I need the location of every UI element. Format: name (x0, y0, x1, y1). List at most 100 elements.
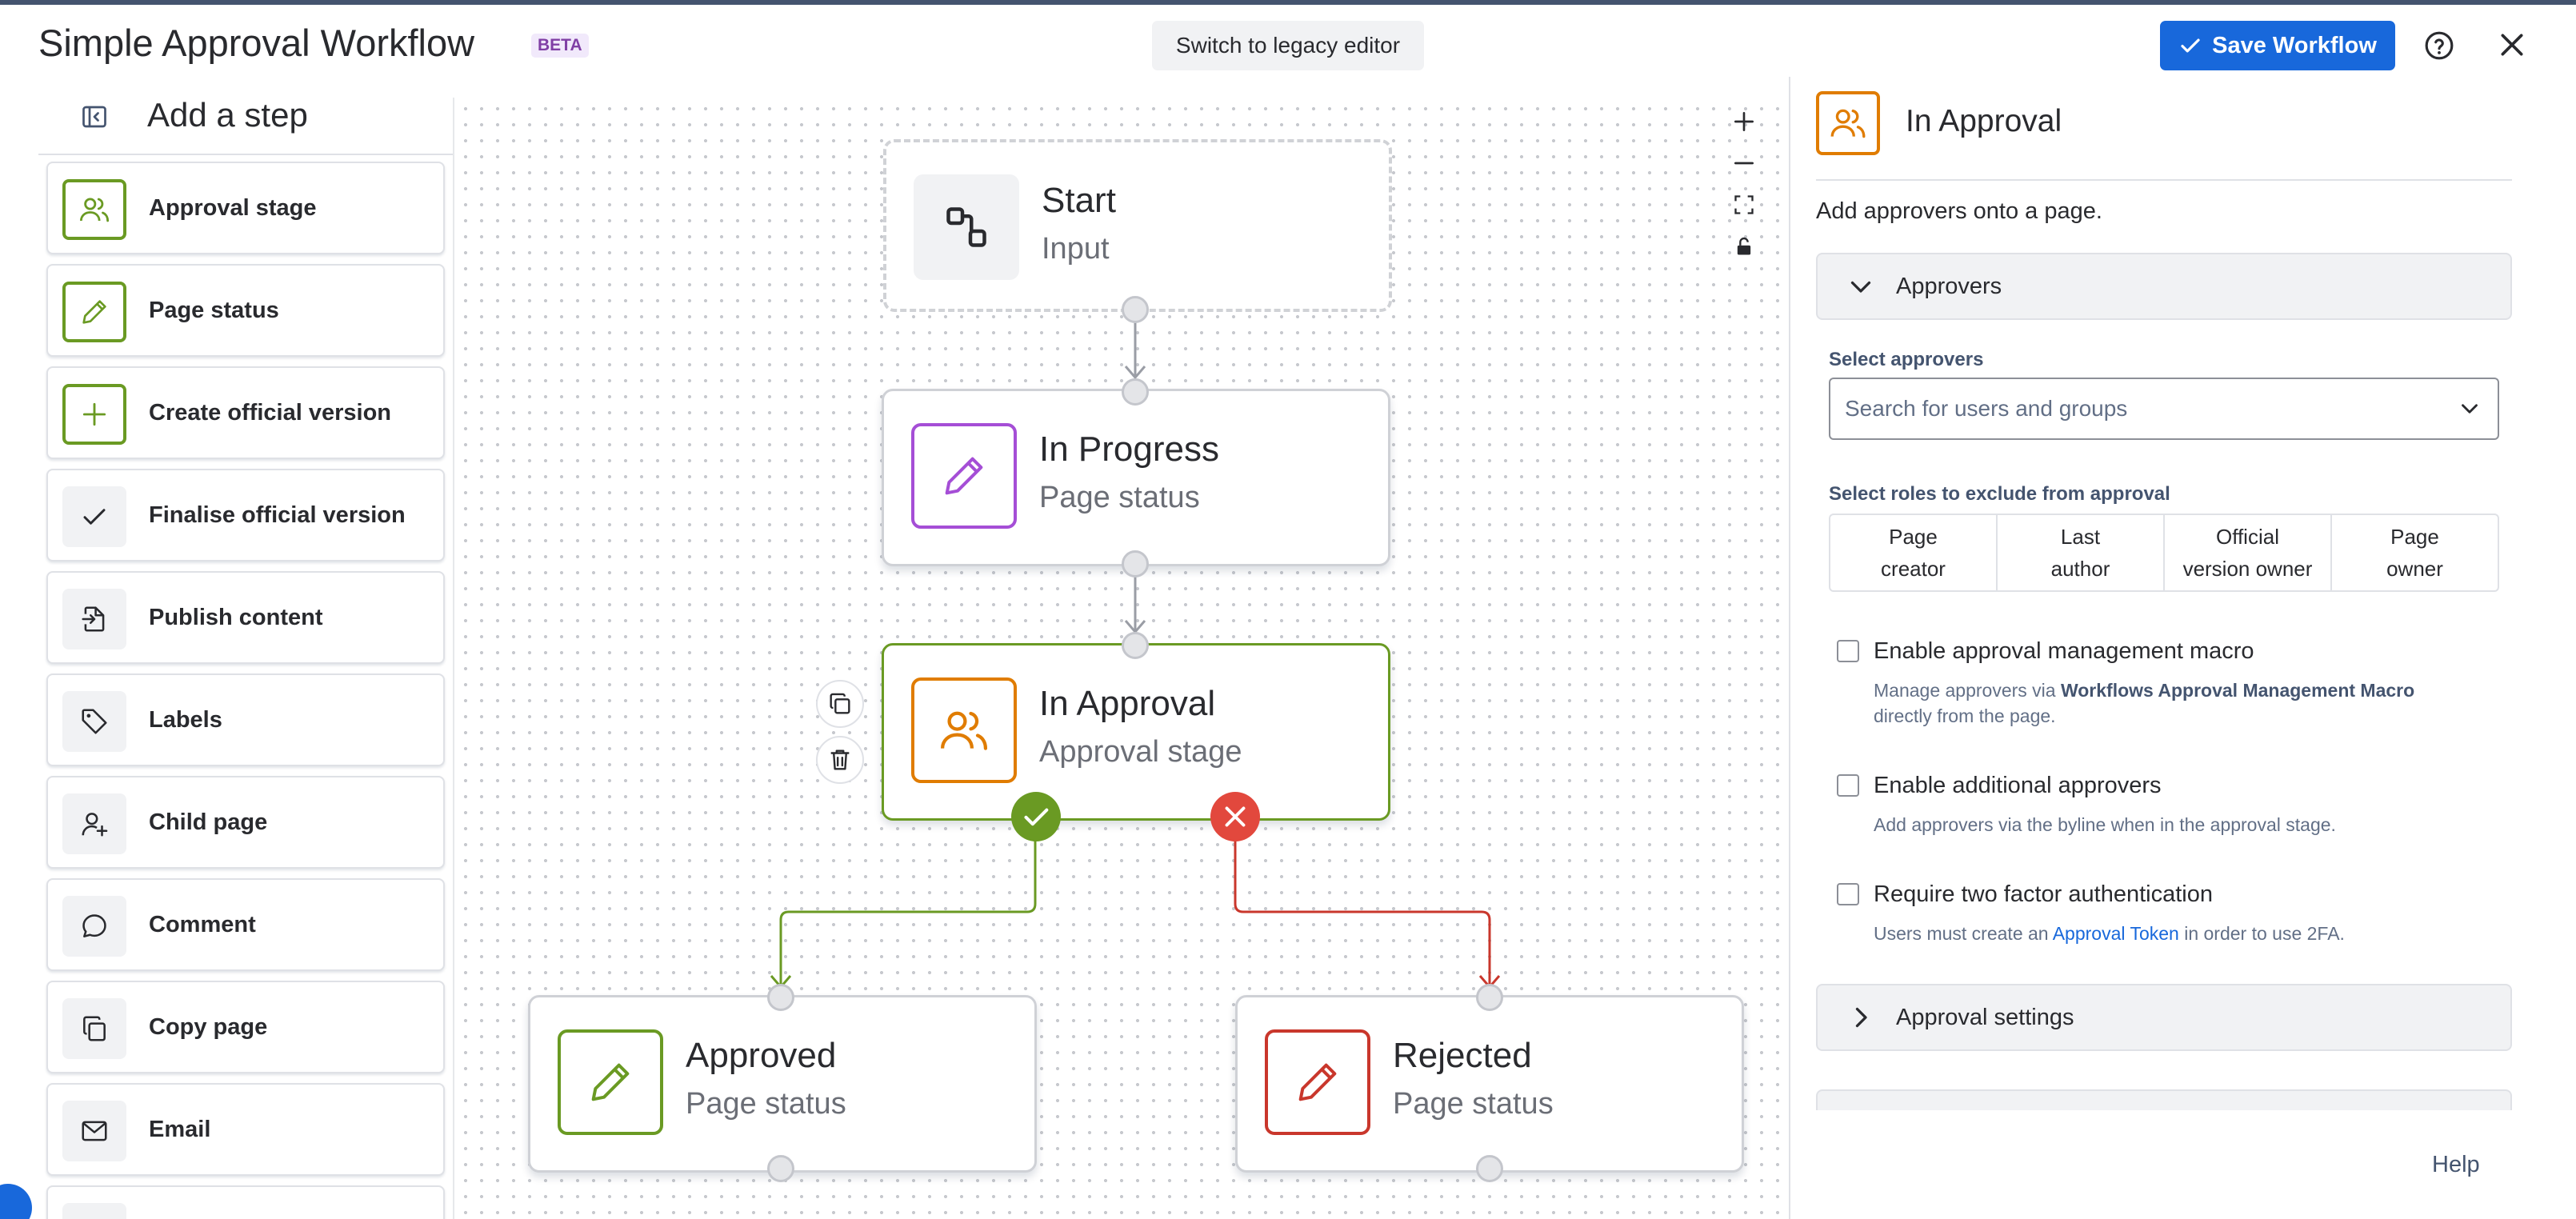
node-handle[interactable] (1476, 984, 1503, 1011)
fit-view-icon (1734, 195, 1754, 214)
node-rejected[interactable]: Rejected Page status (1235, 995, 1744, 1173)
collapse-panel-icon[interactable] (80, 102, 109, 131)
email-icon (82, 1121, 107, 1141)
help-icon[interactable] (2424, 30, 2454, 61)
reject-output-handle[interactable] (1210, 792, 1260, 841)
node-handle[interactable] (767, 984, 794, 1011)
step-publish-content[interactable]: Publish content (46, 571, 445, 664)
pencil-icon (945, 457, 983, 495)
step-email[interactable]: Email (46, 1083, 445, 1176)
role-page-owner[interactable]: Page owner (2332, 515, 2498, 590)
step-labels[interactable]: Labels (46, 673, 445, 766)
step-approval-stage[interactable]: Approval stage (46, 162, 445, 254)
node-title: In Progress (1039, 430, 1219, 469)
switch-legacy-editor-button[interactable]: Switch to legacy editor (1152, 21, 1424, 70)
role-line: Page (2390, 525, 2439, 549)
step-copy-page[interactable]: Copy page (46, 981, 445, 1073)
node-in-progress[interactable]: In Progress Page status (882, 389, 1390, 566)
role-line: owner (2386, 557, 2443, 581)
legacy-button-label: Switch to legacy editor (1175, 33, 1401, 58)
fit-view-button[interactable] (1722, 182, 1766, 227)
node-handle[interactable] (1476, 1155, 1503, 1182)
approval-macro-description: Manage approvers via Workflows Approval … (1874, 680, 2414, 701)
select-approvers-label: Select approvers (1829, 349, 1984, 370)
additional-approvers-label: Enable additional approvers (1874, 773, 2162, 798)
desc-text: Manage approvers via (1874, 680, 2061, 701)
node-subtitle: Page status (686, 1087, 846, 1121)
step-icon-box (62, 282, 126, 342)
approvers-select[interactable] (1829, 378, 2499, 440)
node-handle[interactable] (1122, 550, 1149, 578)
node-approved[interactable]: Approved Page status (528, 995, 1037, 1173)
plus-icon (82, 402, 106, 426)
node-in-approval[interactable]: In Approval Approval stage (882, 643, 1390, 821)
next-accordion-partial[interactable] (1816, 1089, 2512, 1110)
node-handle[interactable] (1122, 378, 1149, 406)
panel-divider (1789, 77, 1790, 1219)
help-link[interactable]: Help (2432, 1152, 2480, 1177)
save-workflow-button[interactable]: Save Workflow (2160, 21, 2395, 70)
trash-icon (830, 749, 850, 770)
zoom-out-button[interactable] (1722, 141, 1766, 186)
selected-step-description: Add approvers onto a page. (1816, 198, 2102, 224)
role-line: Official (2215, 525, 2279, 549)
user-add-icon (82, 813, 108, 837)
node-icon-box (914, 174, 1019, 280)
accordion-label: Approval settings (1896, 1005, 2074, 1030)
close-icon[interactable] (2496, 29, 2528, 61)
approve-output-handle[interactable] (1011, 792, 1061, 841)
approval-macro-checkbox[interactable] (1837, 640, 1859, 662)
node-subtitle: Approval stage (1039, 735, 1242, 769)
step-label: Approval stage (149, 195, 317, 221)
zoom-in-button[interactable] (1722, 99, 1766, 144)
step-label: Labels (149, 707, 222, 733)
node-icon-box (911, 677, 1017, 783)
divider (1816, 179, 2512, 181)
step-child-page[interactable]: Child page (46, 776, 445, 869)
pencil-icon (82, 300, 106, 324)
check-icon (1024, 808, 1049, 826)
node-subtitle: Input (1042, 232, 1110, 266)
node-handle[interactable] (767, 1155, 794, 1182)
step-icon-box (62, 589, 126, 649)
step-comment[interactable]: Comment (46, 878, 445, 971)
step-icon-box (62, 896, 126, 957)
node-subtitle: Page status (1393, 1087, 1554, 1121)
duplicate-node-button[interactable] (816, 680, 864, 728)
chevron-down-icon (1850, 281, 1871, 293)
step-icon-box (62, 384, 126, 445)
step-create-official-version[interactable]: Create official version (46, 366, 445, 459)
approval-macro-description-line2: directly from the page. (1874, 705, 2056, 726)
top-strip (0, 0, 2576, 5)
step-page-status[interactable]: Page status (46, 264, 445, 357)
node-title: In Approval (1039, 684, 1216, 723)
connector-rejected (1234, 819, 1501, 989)
chevron-right-icon (1855, 1007, 1867, 1028)
lock-icon (1737, 237, 1751, 255)
chevron-down-icon[interactable] (2456, 395, 2483, 422)
approval-token-link[interactable]: Approval Token (2052, 923, 2179, 944)
pencil-icon (1298, 1063, 1337, 1101)
additional-approvers-checkbox[interactable] (1837, 774, 1859, 797)
step-more[interactable] (46, 1185, 445, 1219)
approvers-accordion[interactable]: Approvers (1816, 253, 2512, 320)
users-icon (940, 711, 988, 750)
node-handle[interactable] (1122, 296, 1149, 323)
lock-canvas-button[interactable] (1722, 224, 1766, 269)
node-handle[interactable] (1122, 632, 1149, 659)
approvers-search-input[interactable] (1832, 381, 2448, 437)
step-finalise-official-version[interactable]: Finalise official version (46, 469, 445, 562)
workflow-start-icon (946, 207, 986, 247)
two-factor-description: Users must create an Approval Token in o… (1874, 923, 2345, 945)
step-label: Email (149, 1117, 211, 1142)
delete-node-button[interactable] (816, 736, 864, 784)
two-factor-checkbox[interactable] (1837, 883, 1859, 905)
node-start[interactable]: Start Input (883, 139, 1392, 312)
step-icon-box (62, 691, 126, 752)
approval-settings-accordion[interactable]: Approval settings (1816, 984, 2512, 1051)
